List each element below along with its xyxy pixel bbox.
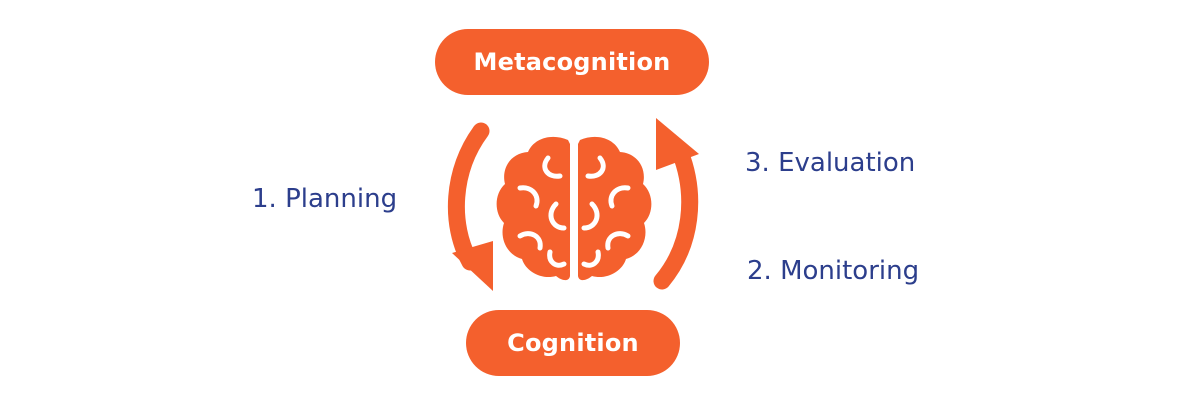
brain-icon [496, 136, 652, 281]
left-down-arrow-icon [447, 122, 493, 291]
right-up-arrow-icon [653, 118, 699, 290]
step-label-monitoring: 2. Monitoring [747, 256, 920, 286]
metacognition-node: Metacognition [435, 29, 709, 95]
cognition-node: Cognition [466, 310, 680, 376]
step-label-evaluation: 3. Evaluation [745, 148, 916, 178]
step-label-planning: 1. Planning [252, 184, 398, 214]
